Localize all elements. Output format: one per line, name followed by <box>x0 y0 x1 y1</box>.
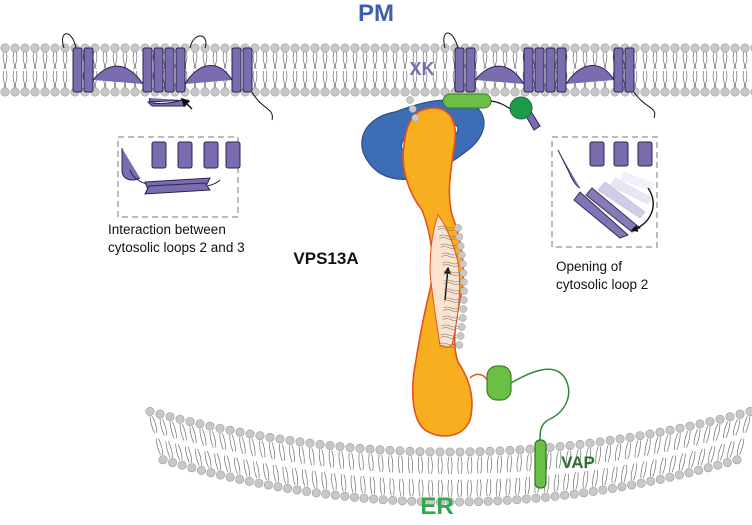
channel-lipids <box>406 96 468 349</box>
pm-label: PM <box>358 0 394 27</box>
vap-label: VAP <box>561 453 595 472</box>
left-caption-line1: Interaction between <box>108 222 226 237</box>
right-caption-line2: cytosolic loop 2 <box>556 277 648 292</box>
er-label: ER <box>420 493 453 520</box>
left-inset <box>117 97 241 218</box>
vap-protein <box>469 365 570 489</box>
xk-protein-open <box>443 32 656 131</box>
er-membrane <box>145 406 752 507</box>
vps13a-protein <box>402 107 473 437</box>
green-linker <box>442 93 533 120</box>
xk-label: XK <box>409 59 434 79</box>
xk-protein-closed <box>62 33 273 121</box>
right-inset <box>551 136 658 248</box>
vps13a-label: VPS13A <box>293 249 358 268</box>
left-caption-line2: cytosolic loops 2 and 3 <box>108 240 245 255</box>
right-caption-line1: Opening of <box>556 259 622 274</box>
